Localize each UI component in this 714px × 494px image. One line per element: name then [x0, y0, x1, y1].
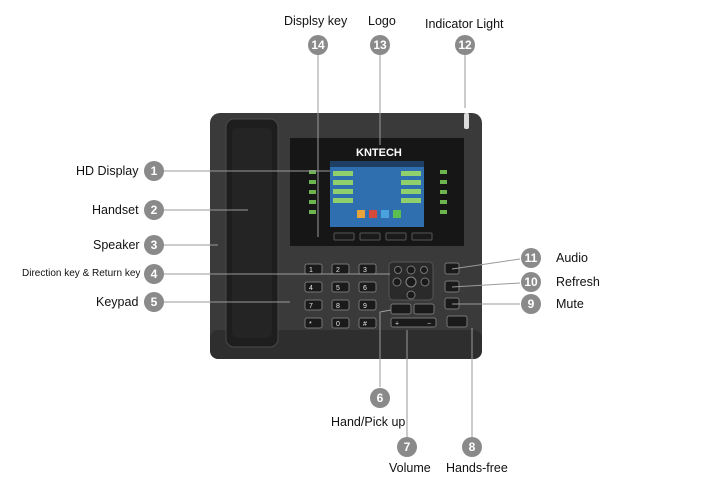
label-direction-key: Direction key & Return key — [22, 268, 141, 279]
keypad-key-label: # — [363, 321, 367, 328]
keypad-key-label: 8 — [336, 303, 340, 310]
label-hand-pick-up: Hand/Pick up — [331, 415, 406, 429]
callout-badge-12: 12 — [455, 35, 475, 55]
keypad-key — [358, 299, 377, 311]
arrow-up-key — [406, 265, 416, 275]
line-keys-right — [440, 170, 447, 214]
keypad-key — [304, 317, 323, 329]
callout-badge-10: 10 — [521, 272, 541, 292]
keypad-key-label: 1 — [309, 267, 313, 274]
keypad-key-label: 9 — [363, 303, 367, 310]
callout-badge-6: 6 — [370, 388, 390, 408]
handset-grip — [232, 128, 272, 338]
screen-app-icon — [393, 210, 401, 218]
label-handset: Handset — [92, 203, 139, 217]
volume-minus: − — [427, 321, 431, 328]
screen-topbar — [330, 161, 424, 167]
label-keypad: Keypad — [96, 295, 139, 309]
keypad-key — [331, 317, 350, 329]
label-indicator-light: Indicator Light — [425, 17, 504, 31]
keypad-key-label: 3 — [363, 267, 367, 274]
label-hd-display: HD Display — [76, 164, 139, 178]
callout-badge-8: 8 — [462, 437, 482, 457]
keypad-key-label: 5 — [336, 285, 340, 292]
keypad: 1 2 3 4 5 6 7 8 9 * 0 # — [304, 263, 377, 329]
arrow-down-key — [406, 290, 416, 300]
ok-key — [405, 276, 417, 288]
indicator-light — [464, 113, 469, 129]
volume-rocker — [390, 317, 437, 328]
logo: KNTECH — [356, 147, 402, 159]
label-hands-free: Hands-free — [446, 461, 508, 475]
keypad-key-label: 0 — [336, 321, 340, 328]
arrow-left-key — [392, 277, 402, 287]
leader-lines — [163, 54, 521, 437]
keypad-key — [331, 299, 350, 311]
keypad-key-label: 4 — [309, 285, 313, 292]
callout-badge-11: 11 — [521, 248, 541, 268]
screen-right-items — [401, 171, 421, 203]
keypad-key — [304, 263, 323, 275]
line-keys-left — [309, 170, 316, 214]
label-volume: Volume — [389, 461, 431, 475]
callout-badge-4: 4 — [144, 264, 164, 284]
pickup-key — [390, 303, 412, 315]
callout-badge-5: 5 — [144, 292, 164, 312]
keypad-key — [358, 263, 377, 275]
label-logo: Logo — [368, 14, 396, 28]
keypad-key — [331, 281, 350, 293]
hands-free-key — [446, 315, 468, 328]
keypad-key-label: 7 — [309, 303, 313, 310]
hangup-key — [413, 303, 435, 315]
label-audio: Audio — [556, 251, 588, 265]
keypad-key — [358, 281, 377, 293]
callout-badge-7: 7 — [397, 437, 417, 457]
screen-left-items — [333, 171, 353, 203]
callout-badge-3: 3 — [144, 235, 164, 255]
label-refresh: Refresh — [556, 275, 600, 289]
keypad-key — [358, 317, 377, 329]
display-soft-keys — [333, 232, 433, 241]
keypad-key-label: * — [309, 321, 312, 328]
volume-plus: + — [395, 321, 399, 328]
label-speaker: Speaker — [93, 238, 140, 252]
keypad-key — [304, 281, 323, 293]
callout-badge-9: 9 — [521, 294, 541, 314]
callout-badge-1: 1 — [144, 161, 164, 181]
screen-app-icon — [357, 210, 365, 218]
keypad-key-label: 6 — [363, 285, 367, 292]
callout-badge-2: 2 — [144, 200, 164, 220]
callout-badge-14: 14 — [308, 35, 328, 55]
keypad-key — [304, 299, 323, 311]
label-mute: Mute — [556, 297, 584, 311]
callout-badge-13: 13 — [370, 35, 390, 55]
keypad-key — [331, 263, 350, 275]
screen-app-icon — [369, 210, 377, 218]
return-key — [394, 266, 402, 274]
screen-app-icon — [381, 210, 389, 218]
keypad-key-label: 2 — [336, 267, 340, 274]
arrow-right-key — [420, 277, 430, 287]
label-displsy-key: Displsy key — [284, 14, 348, 28]
menu-key — [420, 266, 428, 274]
